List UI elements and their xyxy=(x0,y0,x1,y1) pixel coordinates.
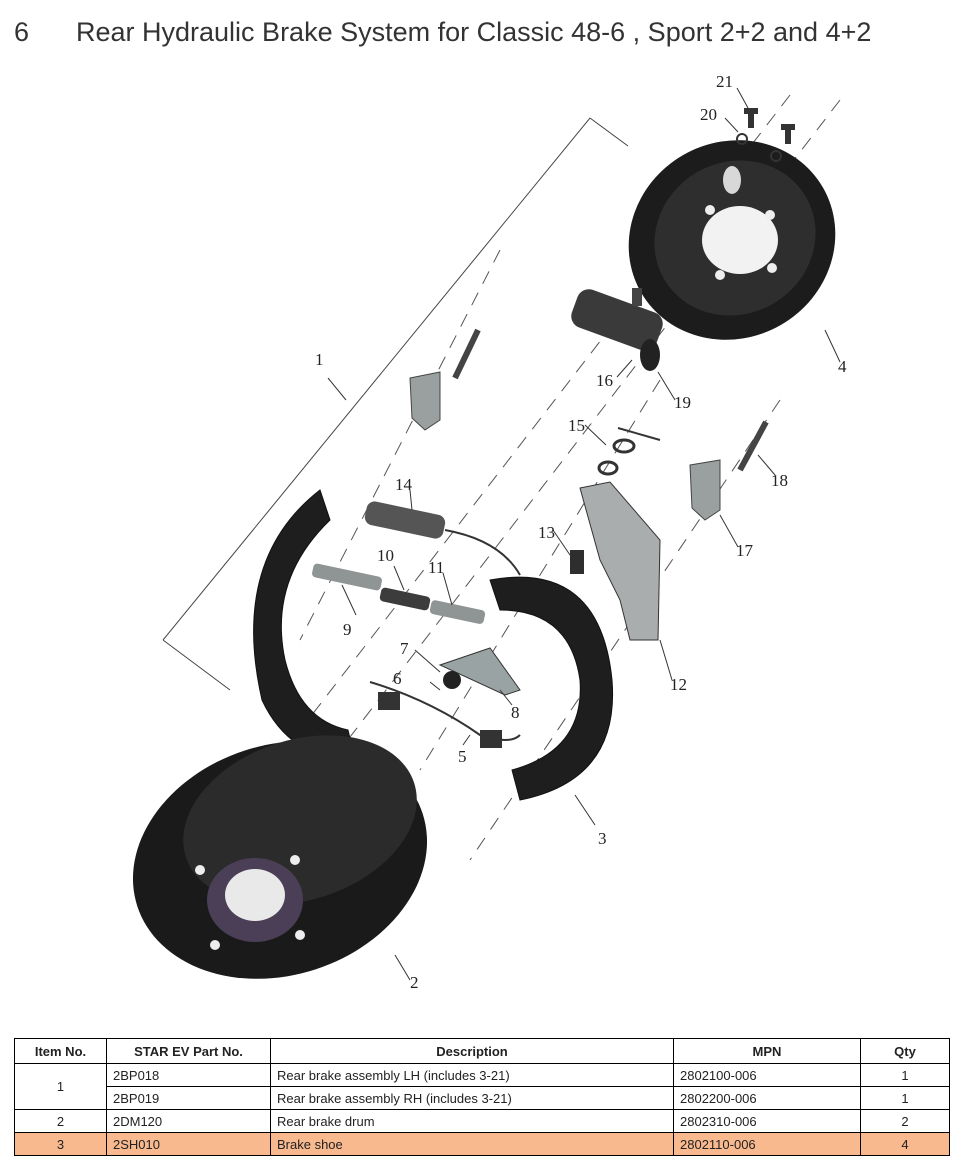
exploded-brake-diagram: 1 2 3 4 5 6 7 8 9 10 11 12 13 14 15 16 1… xyxy=(120,60,850,1010)
adjuster-assembly xyxy=(312,563,486,624)
adjuster-lever xyxy=(438,647,521,696)
table-row: 2BP019 Rear brake assembly RH (includes … xyxy=(15,1086,950,1110)
description-cell: Rear brake assembly LH (includes 3-21) xyxy=(270,1063,674,1087)
small-spring xyxy=(570,550,584,574)
mpn-cell: 2802200-006 xyxy=(673,1086,861,1110)
parking-lever xyxy=(579,481,661,641)
callout-17: 17 xyxy=(736,541,754,560)
qty-cell: 2 xyxy=(860,1109,950,1133)
backing-plate xyxy=(628,140,836,340)
header-part-no: STAR EV Part No. xyxy=(106,1038,271,1064)
brake-shoe-left xyxy=(253,489,356,761)
item-no-cell: 1 xyxy=(14,1063,107,1110)
assembly-bracket xyxy=(162,117,629,641)
pivot-washer xyxy=(443,671,461,689)
section-heading: 6 Rear Hydraulic Brake System for Classi… xyxy=(14,12,871,52)
callout-14: 14 xyxy=(395,475,413,494)
callout-10: 10 xyxy=(377,546,394,565)
description-cell: Rear brake assembly RH (includes 3-21) xyxy=(270,1086,674,1110)
upper-return-spring xyxy=(364,501,521,576)
washer-lower xyxy=(597,460,619,476)
diagram-svg: 1 2 3 4 5 6 7 8 9 10 11 12 13 14 15 16 1… xyxy=(132,72,847,992)
hold-down-clip-right xyxy=(689,459,721,521)
brake-drum xyxy=(132,735,428,979)
hold-down-pin-right xyxy=(737,420,769,472)
header-qty: Qty xyxy=(860,1038,950,1064)
callout-13: 13 xyxy=(538,523,555,542)
mount-bolts xyxy=(736,108,795,162)
part-no-cell: 2BP019 xyxy=(106,1086,271,1110)
callout-8: 8 xyxy=(511,703,520,722)
mpn-cell: 2802100-006 xyxy=(673,1063,861,1087)
hold-down-pin-left xyxy=(452,328,481,380)
qty-cell: 1 xyxy=(860,1063,950,1087)
header-mpn: MPN xyxy=(673,1038,861,1064)
callout-16: 16 xyxy=(596,371,613,390)
callout-3: 3 xyxy=(598,829,607,848)
callout-15: 15 xyxy=(568,416,585,435)
description-cell: Rear brake drum xyxy=(270,1109,674,1133)
callout-5: 5 xyxy=(458,747,467,766)
item-no-cell: 3 xyxy=(14,1132,107,1156)
callout-11: 11 xyxy=(428,558,444,577)
parts-table: Item No. STAR EV Part No. Description MP… xyxy=(14,1038,950,1156)
callout-20: 20 xyxy=(700,105,717,124)
description-cell: Brake shoe xyxy=(270,1132,674,1156)
lower-return-spring xyxy=(369,681,521,748)
header-description: Description xyxy=(270,1038,674,1064)
callout-6: 6 xyxy=(393,669,402,688)
mpn-cell: 2802310-006 xyxy=(673,1109,861,1133)
qty-cell: 1 xyxy=(860,1086,950,1110)
e-clip xyxy=(617,427,661,441)
table-row-highlighted: 3 2SH010 Brake shoe 2802110-006 4 xyxy=(14,1132,950,1156)
assembly-bracket-end xyxy=(162,639,231,691)
item-no-cell: 2 xyxy=(14,1109,107,1133)
table-row: 1 2BP018 Rear brake assembly LH (include… xyxy=(14,1063,950,1110)
table-header-row: Item No. STAR EV Part No. Description MP… xyxy=(14,1038,950,1064)
callout-19: 19 xyxy=(674,393,691,412)
section-number: 6 xyxy=(14,16,30,47)
part-no-cell: 2BP018 xyxy=(106,1063,271,1087)
washer xyxy=(612,438,636,454)
table-row: 2 2DM120 Rear brake drum 2802310-006 2 xyxy=(14,1109,950,1133)
wheel-cylinder xyxy=(571,288,663,371)
hold-down-clip-left xyxy=(409,371,441,431)
header-item-no: Item No. xyxy=(14,1038,107,1064)
callout-12: 12 xyxy=(670,675,687,694)
callout-21: 21 xyxy=(716,72,733,91)
callout-7: 7 xyxy=(400,639,409,658)
qty-cell: 4 xyxy=(860,1132,950,1156)
callout-1: 1 xyxy=(315,350,324,369)
section-title: Rear Hydraulic Brake System for Classic … xyxy=(76,16,872,47)
part-no-cell: 2DM120 xyxy=(106,1109,271,1133)
mpn-cell: 2802110-006 xyxy=(673,1132,861,1156)
callout-18: 18 xyxy=(771,471,788,490)
callout-4: 4 xyxy=(838,357,847,376)
callout-2: 2 xyxy=(410,973,419,992)
brake-shoe-right xyxy=(489,576,614,801)
leader-lines xyxy=(327,87,841,981)
callout-9: 9 xyxy=(343,620,352,639)
part-no-cell: 2SH010 xyxy=(106,1132,271,1156)
